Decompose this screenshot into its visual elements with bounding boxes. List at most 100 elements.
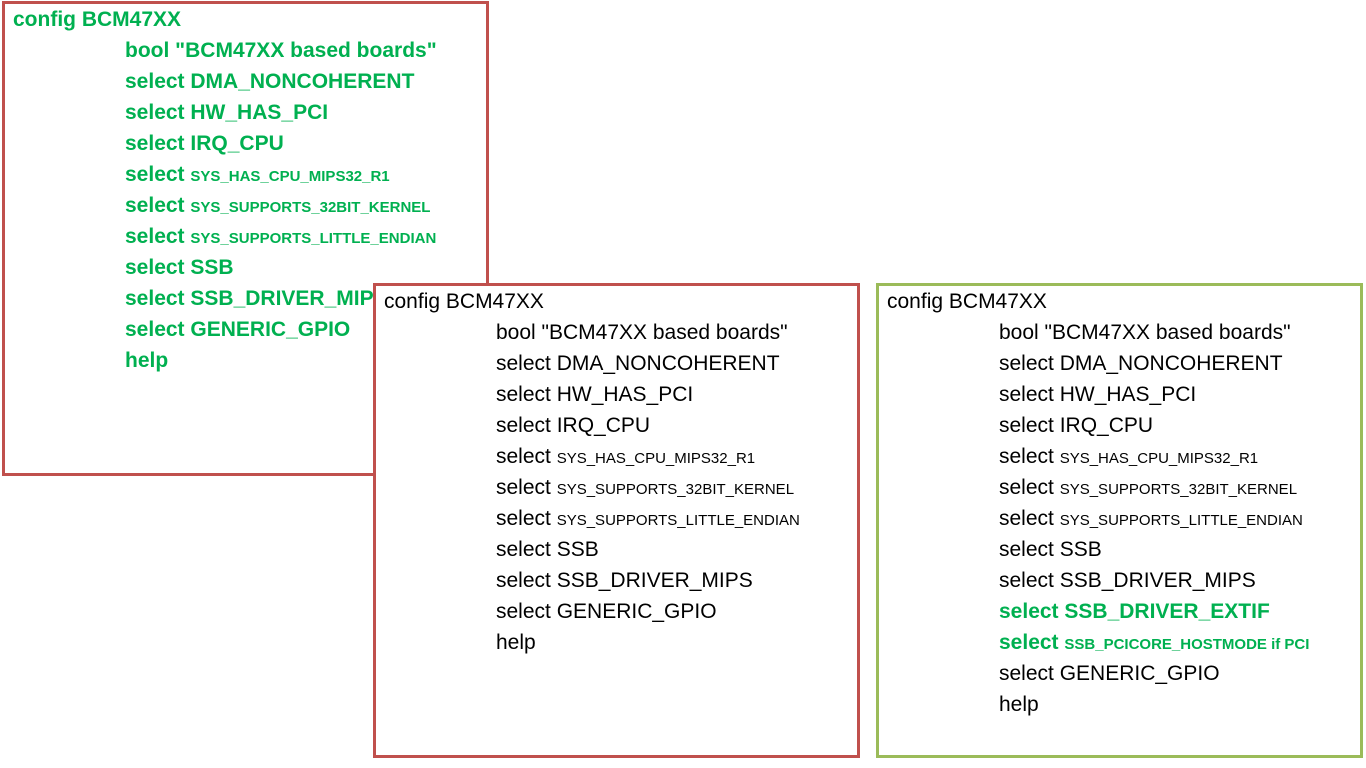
config-line: select SYS_SUPPORTS_LITTLE_ENDIAN (125, 225, 436, 251)
config-value: IRQ_CPU (1059, 414, 1154, 437)
config-line: config BCM47XX (887, 290, 1047, 314)
config-line: select HW_HAS_PCI (496, 383, 693, 407)
config-keyword: select (999, 600, 1059, 623)
config-keyword: bool (496, 321, 536, 344)
config-keyword: select (125, 70, 185, 93)
config-value: SSB_DRIVER_MIPS (1059, 569, 1256, 592)
config-value: "BCM47XX based boards" (175, 39, 437, 62)
config-value: SSB_DRIVER_MIPS (190, 287, 388, 310)
config-value: GENERIC_GPIO (190, 318, 351, 341)
config-value: SYS_SUPPORTS_32BIT_KERNEL (556, 481, 795, 498)
config-value: SYS_SUPPORTS_LITTLE_ENDIAN (556, 512, 800, 529)
config-line: select SYS_HAS_CPU_MIPS32_R1 (999, 445, 1258, 471)
config-keyword: select (999, 662, 1054, 685)
config-value: GENERIC_GPIO (556, 600, 717, 623)
config-line: select SSB (125, 256, 234, 280)
config-keyword: help (999, 693, 1039, 716)
config-keyword: select (125, 132, 185, 155)
config-keyword: config (13, 8, 76, 31)
config-line: select SYS_HAS_CPU_MIPS32_R1 (125, 163, 390, 189)
config-value: BCM47XX (948, 290, 1047, 313)
config-line: select IRQ_CPU (125, 132, 284, 156)
config-line: help (999, 693, 1039, 717)
kconfig-panel-after: config BCM47XX bool "BCM47XX based boards… (876, 283, 1363, 758)
config-line: config BCM47XX (13, 8, 181, 32)
config-line: select DMA_NONCOHERENT (496, 352, 780, 376)
config-value: "BCM47XX based boards" (541, 321, 788, 344)
config-keyword: bool (125, 39, 170, 62)
config-line: select SSB_DRIVER_EXTIF (999, 600, 1270, 624)
config-value: SSB_PCICORE_HOSTMODE if PCI (1064, 636, 1310, 653)
config-value: SYS_SUPPORTS_LITTLE_ENDIAN (190, 230, 437, 247)
config-line: select SSB_DRIVER_MIPS (999, 569, 1256, 593)
config-value: BCM47XX (81, 8, 182, 31)
config-line: select SYS_SUPPORTS_32BIT_KERNEL (496, 476, 794, 502)
config-line: select SYS_SUPPORTS_32BIT_KERNEL (999, 476, 1297, 502)
config-line: select GENERIC_GPIO (999, 662, 1220, 686)
config-value: IRQ_CPU (190, 132, 284, 155)
config-line: select DMA_NONCOHERENT (999, 352, 1283, 376)
config-value: BCM47XX (445, 290, 544, 313)
config-value: SYS_SUPPORTS_32BIT_KERNEL (1059, 481, 1298, 498)
config-value: DMA_NONCOHERENT (1059, 352, 1283, 375)
config-line: select SSB_DRIVER_MIPS (496, 569, 753, 593)
config-line: help (496, 631, 536, 655)
config-line: bool "BCM47XX based boards" (496, 321, 788, 345)
config-keyword: select (125, 101, 185, 124)
config-value: HW_HAS_PCI (1059, 383, 1197, 406)
config-keyword: select (125, 225, 185, 248)
config-value: SYS_SUPPORTS_LITTLE_ENDIAN (1059, 512, 1303, 529)
config-keyword: config (887, 290, 944, 313)
config-keyword: select (496, 352, 551, 375)
config-line: select SYS_SUPPORTS_LITTLE_ENDIAN (496, 507, 800, 533)
config-value: SYS_HAS_CPU_MIPS32_R1 (190, 168, 390, 185)
config-keyword: select (125, 318, 185, 341)
config-value: SSB (1059, 538, 1102, 561)
config-keyword: select (496, 507, 551, 530)
config-keyword: select (999, 507, 1054, 530)
config-line: select GENERIC_GPIO (125, 318, 350, 342)
config-keyword: select (496, 569, 551, 592)
config-line: select SSB_PCICORE_HOSTMODE if PCI (999, 631, 1309, 657)
config-line: select DMA_NONCOHERENT (125, 70, 414, 94)
config-keyword: select (999, 445, 1054, 468)
config-keyword: select (496, 414, 551, 437)
config-keyword: select (999, 569, 1054, 592)
config-keyword: select (999, 538, 1054, 561)
config-line: select HW_HAS_PCI (999, 383, 1196, 407)
config-keyword: select (999, 631, 1059, 654)
config-line: config BCM47XX (384, 290, 544, 314)
config-line: select SSB (496, 538, 599, 562)
config-value: "BCM47XX based boards" (1044, 321, 1291, 344)
config-keyword: select (125, 287, 185, 310)
config-value: SYS_SUPPORTS_32BIT_KERNEL (190, 199, 431, 216)
config-value: SSB_DRIVER_MIPS (556, 569, 753, 592)
config-keyword: select (125, 194, 185, 217)
config-line: select IRQ_CPU (496, 414, 650, 438)
config-line: select HW_HAS_PCI (125, 101, 328, 125)
config-keyword: select (496, 383, 551, 406)
config-keyword: select (496, 538, 551, 561)
config-keyword: select (496, 600, 551, 623)
config-value: DMA_NONCOHERENT (556, 352, 780, 375)
config-value: SYS_HAS_CPU_MIPS32_R1 (556, 450, 756, 467)
config-keyword: help (125, 349, 169, 372)
config-value: SSB (556, 538, 599, 561)
config-keyword: select (999, 414, 1054, 437)
config-value: SSB_DRIVER_EXTIF (1064, 600, 1270, 623)
config-keyword: select (999, 352, 1054, 375)
config-keyword: help (496, 631, 536, 654)
kconfig-panel-before: config BCM47XX bool "BCM47XX based boards… (373, 283, 860, 758)
config-line: bool "BCM47XX based boards" (125, 39, 437, 63)
config-keyword: select (125, 163, 185, 186)
config-keyword: bool (999, 321, 1039, 344)
config-keyword: select (496, 476, 551, 499)
config-keyword: select (999, 383, 1054, 406)
config-value: SSB (190, 256, 234, 279)
config-value: HW_HAS_PCI (556, 383, 694, 406)
config-value: GENERIC_GPIO (1059, 662, 1220, 685)
config-line: select GENERIC_GPIO (496, 600, 717, 624)
config-keyword: select (999, 476, 1054, 499)
config-line: select IRQ_CPU (999, 414, 1153, 438)
config-keyword: select (496, 445, 551, 468)
